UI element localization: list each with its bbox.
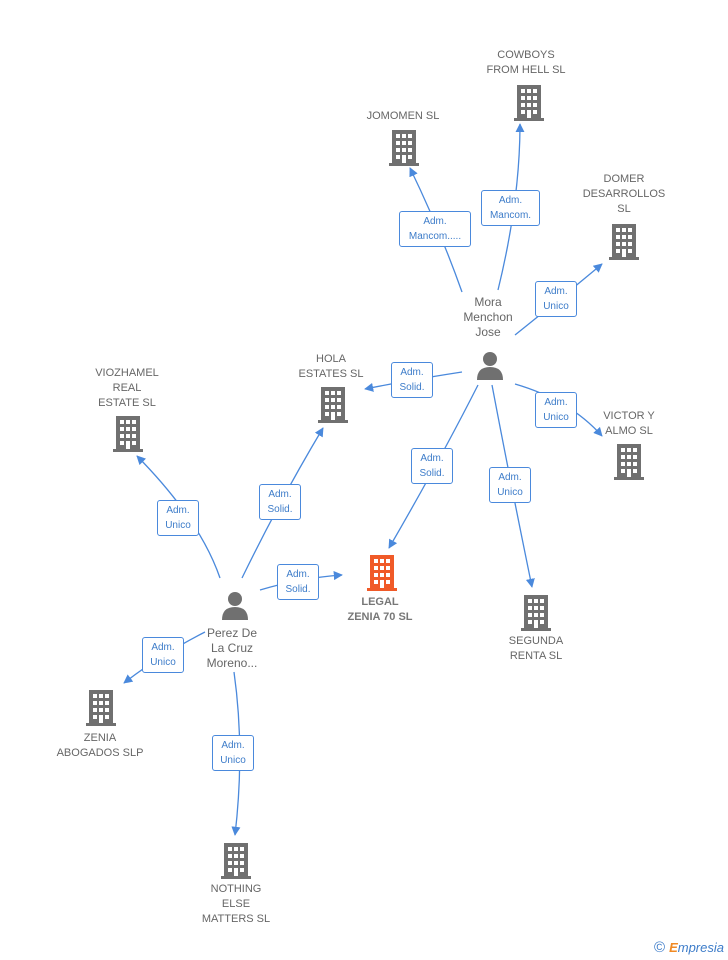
building-icon: [367, 555, 397, 591]
building-icon: [514, 85, 544, 121]
edge-label-mora-victor[interactable]: Adm. Unico: [535, 392, 577, 428]
edge-label-mora-hola[interactable]: Adm. Solid.: [391, 362, 433, 398]
building-icon: [86, 690, 116, 726]
edge-label-mora-cowboys[interactable]: Adm. Mancom.: [481, 190, 540, 226]
node-label-viozhamel[interactable]: VIOZHAMEL REAL ESTATE SL: [95, 367, 159, 409]
edge-label-mora-legal[interactable]: Adm. Solid.: [411, 448, 453, 484]
building-icon: [614, 444, 644, 480]
edge-label-perez-legal[interactable]: Adm. Solid.: [277, 564, 319, 600]
person-icon: [222, 592, 248, 620]
building-icon: [221, 843, 251, 879]
edge-label-mora-jomomen[interactable]: Adm. Mancom.....: [399, 211, 471, 247]
edge-label-perez-nothing[interactable]: Adm. Unico: [212, 735, 254, 771]
brand-name: mpresia: [677, 940, 724, 955]
brand-logo[interactable]: ©Empresia: [654, 939, 724, 956]
edge-label-mora-segunda[interactable]: Adm. Unico: [489, 467, 531, 503]
building-icon: [318, 387, 348, 423]
node-label-mora[interactable]: Mora Menchon Jose: [463, 295, 513, 339]
node-label-domer[interactable]: DOMER DESARROLLOS SL: [582, 173, 666, 215]
node-label-victor[interactable]: VICTOR Y ALMO SL: [603, 410, 655, 437]
node-label-cowboys[interactable]: COWBOYS FROM HELL SL: [486, 49, 566, 76]
building-icon: [521, 595, 551, 631]
node-label-legal[interactable]: LEGAL ZENIA 70 SL: [347, 596, 413, 623]
node-label-hola[interactable]: HOLA ESTATES SL: [298, 353, 364, 380]
copyright-icon: ©: [654, 939, 666, 956]
building-icon: [113, 416, 143, 452]
node-label-jomomen[interactable]: JOMOMEN SL: [366, 110, 440, 122]
node-label-zenia[interactable]: ZENIA ABOGADOS SLP: [56, 732, 144, 759]
edge-label-perez-zenia[interactable]: Adm. Unico: [142, 637, 184, 673]
brand-initial: E: [669, 940, 678, 955]
edge-label-mora-domer[interactable]: Adm. Unico: [535, 281, 577, 317]
building-icon: [389, 130, 419, 166]
person-icon: [477, 352, 503, 380]
building-icon: [609, 224, 639, 260]
node-label-perez[interactable]: Perez De La Cruz Moreno...: [206, 626, 258, 670]
node-label-segunda[interactable]: SEGUNDA RENTA SL: [508, 635, 564, 662]
node-label-nothing[interactable]: NOTHING ELSE MATTERS SL: [201, 883, 271, 925]
edge-label-perez-hola[interactable]: Adm. Solid.: [259, 484, 301, 520]
edge-label-perez-viozhamel[interactable]: Adm. Unico: [157, 500, 199, 536]
